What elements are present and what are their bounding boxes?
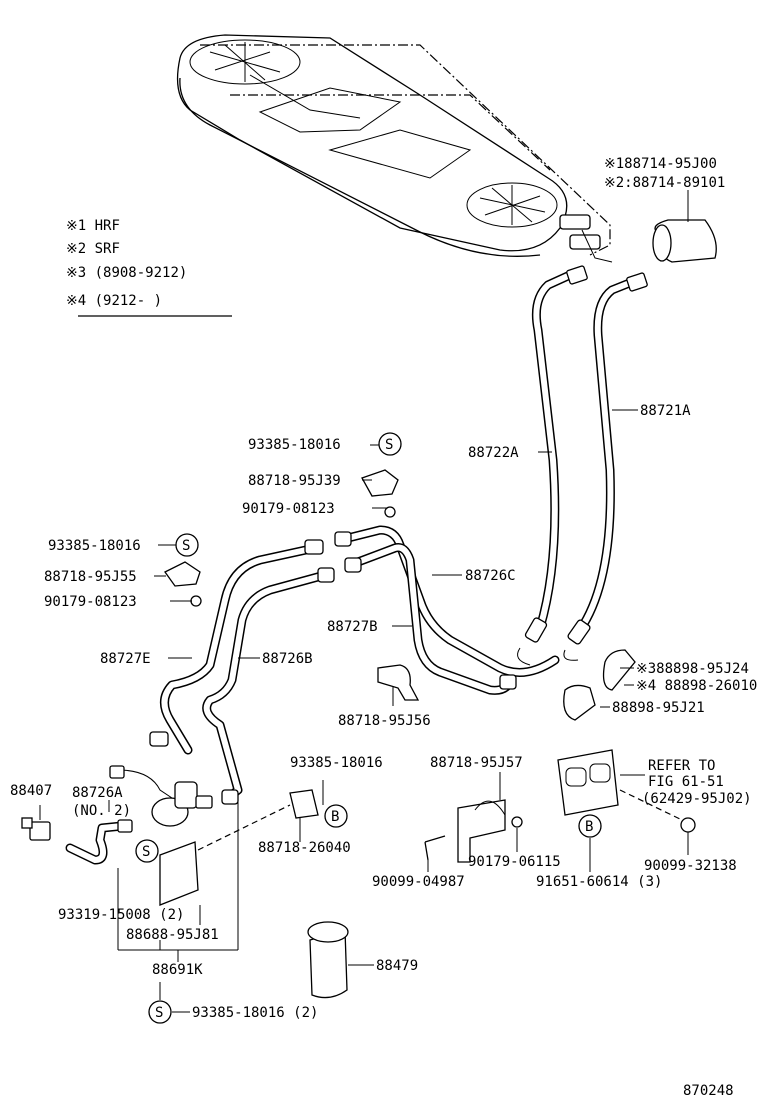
label-88722A: 88722A <box>468 445 519 461</box>
part-labels: ※188714-95J00 ※2:88714-89101 88721A 8872… <box>10 156 757 1099</box>
s-marker-3-label: S <box>142 844 150 860</box>
label-88726C: 88726C <box>465 568 516 584</box>
label-88718-95J55: 88718-95J55 <box>44 569 137 585</box>
grommet-88714 <box>652 219 717 263</box>
label-90099-04987: 90099-04987 <box>372 874 465 890</box>
label-no2: (NO. 2) <box>72 803 131 819</box>
label-93385-18016-b: 93385-18016 <box>48 538 141 554</box>
s-marker-1-label: S <box>385 437 393 453</box>
s-marker-2 <box>175 533 199 557</box>
label-88726B: 88726B <box>262 651 313 667</box>
bracket-88718-26040 <box>289 789 319 819</box>
b-marker-1 <box>324 804 348 828</box>
s-marker-4-label: S <box>155 1005 163 1021</box>
clamp-88718-95J55 <box>164 561 202 607</box>
label-88727B: 88727B <box>327 619 378 635</box>
label-90179-08123-b: 90179-08123 <box>44 594 137 610</box>
s-marker-1 <box>378 432 402 456</box>
label-88718-95J39: 88718-95J39 <box>248 473 341 489</box>
s-marker-4 <box>148 1000 172 1024</box>
legend: ※1 HRF ※2 SRF ※3 (8908-9212) ※4 (9212- ) <box>66 218 232 317</box>
label-90099-32138: 90099-32138 <box>644 858 737 874</box>
gasket-plate <box>557 749 696 833</box>
label-88479: 88479 <box>376 958 418 974</box>
b-marker-2 <box>578 814 602 838</box>
cooler-unit-drawing <box>176 34 613 263</box>
label-93319-15008: 93319-15008 (2) <box>58 907 184 923</box>
label-88691K: 88691K <box>152 962 203 978</box>
bracket-88688 <box>159 841 199 906</box>
label-288714-89101: ※2:88714-89101 <box>604 175 725 191</box>
pipe-88726A <box>65 765 176 865</box>
b-marker-2-label: B <box>585 819 593 835</box>
clamp-88718-95J56 <box>377 664 420 701</box>
label-93385-18016-c: 93385-18016 <box>290 755 383 771</box>
legend-note-2: ※2 SRF <box>66 241 120 257</box>
label-88721A: 88721A <box>640 403 691 419</box>
label-90179-06115: 90179-06115 <box>468 854 561 870</box>
label-90179-08123-a: 90179-08123 <box>242 501 335 517</box>
label-62429-95J02: (62429-95J02) <box>642 791 752 807</box>
clamp-88718-95J39 <box>361 469 399 518</box>
label-88718-95J56: 88718-95J56 <box>338 713 431 729</box>
receiver-88479 <box>307 921 349 999</box>
label-88727E: 88727E <box>100 651 151 667</box>
label-88726A: 88726A <box>72 785 123 801</box>
label-88898-95J21: 88898-95J21 <box>612 700 705 716</box>
label-188714-95J00: ※188714-95J00 <box>604 156 717 172</box>
leader-lines <box>39 190 689 1013</box>
legend-note-1: ※1 HRF <box>66 218 120 234</box>
label-88688-95J81: 88688-95J81 <box>126 927 219 943</box>
label-488898-26010: ※4 88898-26010 <box>636 678 757 694</box>
label-93385-18016-a: 93385-18016 <box>248 437 341 453</box>
markers: S S S S B B <box>135 432 602 1024</box>
s-marker-2-label: S <box>182 538 190 554</box>
legend-note-4: ※4 (9212- ) <box>66 293 162 309</box>
label-88718-95J57: 88718-95J57 <box>430 755 523 771</box>
label-93385-18016-d: 93385-18016 (2) <box>192 1005 318 1021</box>
hoses-88721A-88722A <box>517 265 648 666</box>
label-refer-to: REFER TO <box>648 758 715 774</box>
expansion-valve <box>151 781 213 827</box>
pipes-88726C-88727B <box>334 525 560 695</box>
label-88718-26040: 88718-26040 <box>258 840 351 856</box>
caps-88898 <box>563 649 636 721</box>
label-388898-95J24: ※388898-95J24 <box>636 661 749 677</box>
label-91651-60614: 91651-60614 (3) <box>536 874 662 890</box>
legend-note-3: ※3 (8908-9212) <box>66 265 187 281</box>
label-fig-61-51: FIG 61-51 <box>648 774 724 790</box>
figure-number: 870248 <box>683 1083 734 1099</box>
pipes-88727E-88726B <box>149 539 335 805</box>
s-marker-3 <box>135 839 159 863</box>
b-marker-1-label: B <box>331 809 339 825</box>
label-88407: 88407 <box>10 783 52 799</box>
bracket-88718-95J57 <box>424 799 523 863</box>
pressure-switch-88407 <box>21 817 51 841</box>
